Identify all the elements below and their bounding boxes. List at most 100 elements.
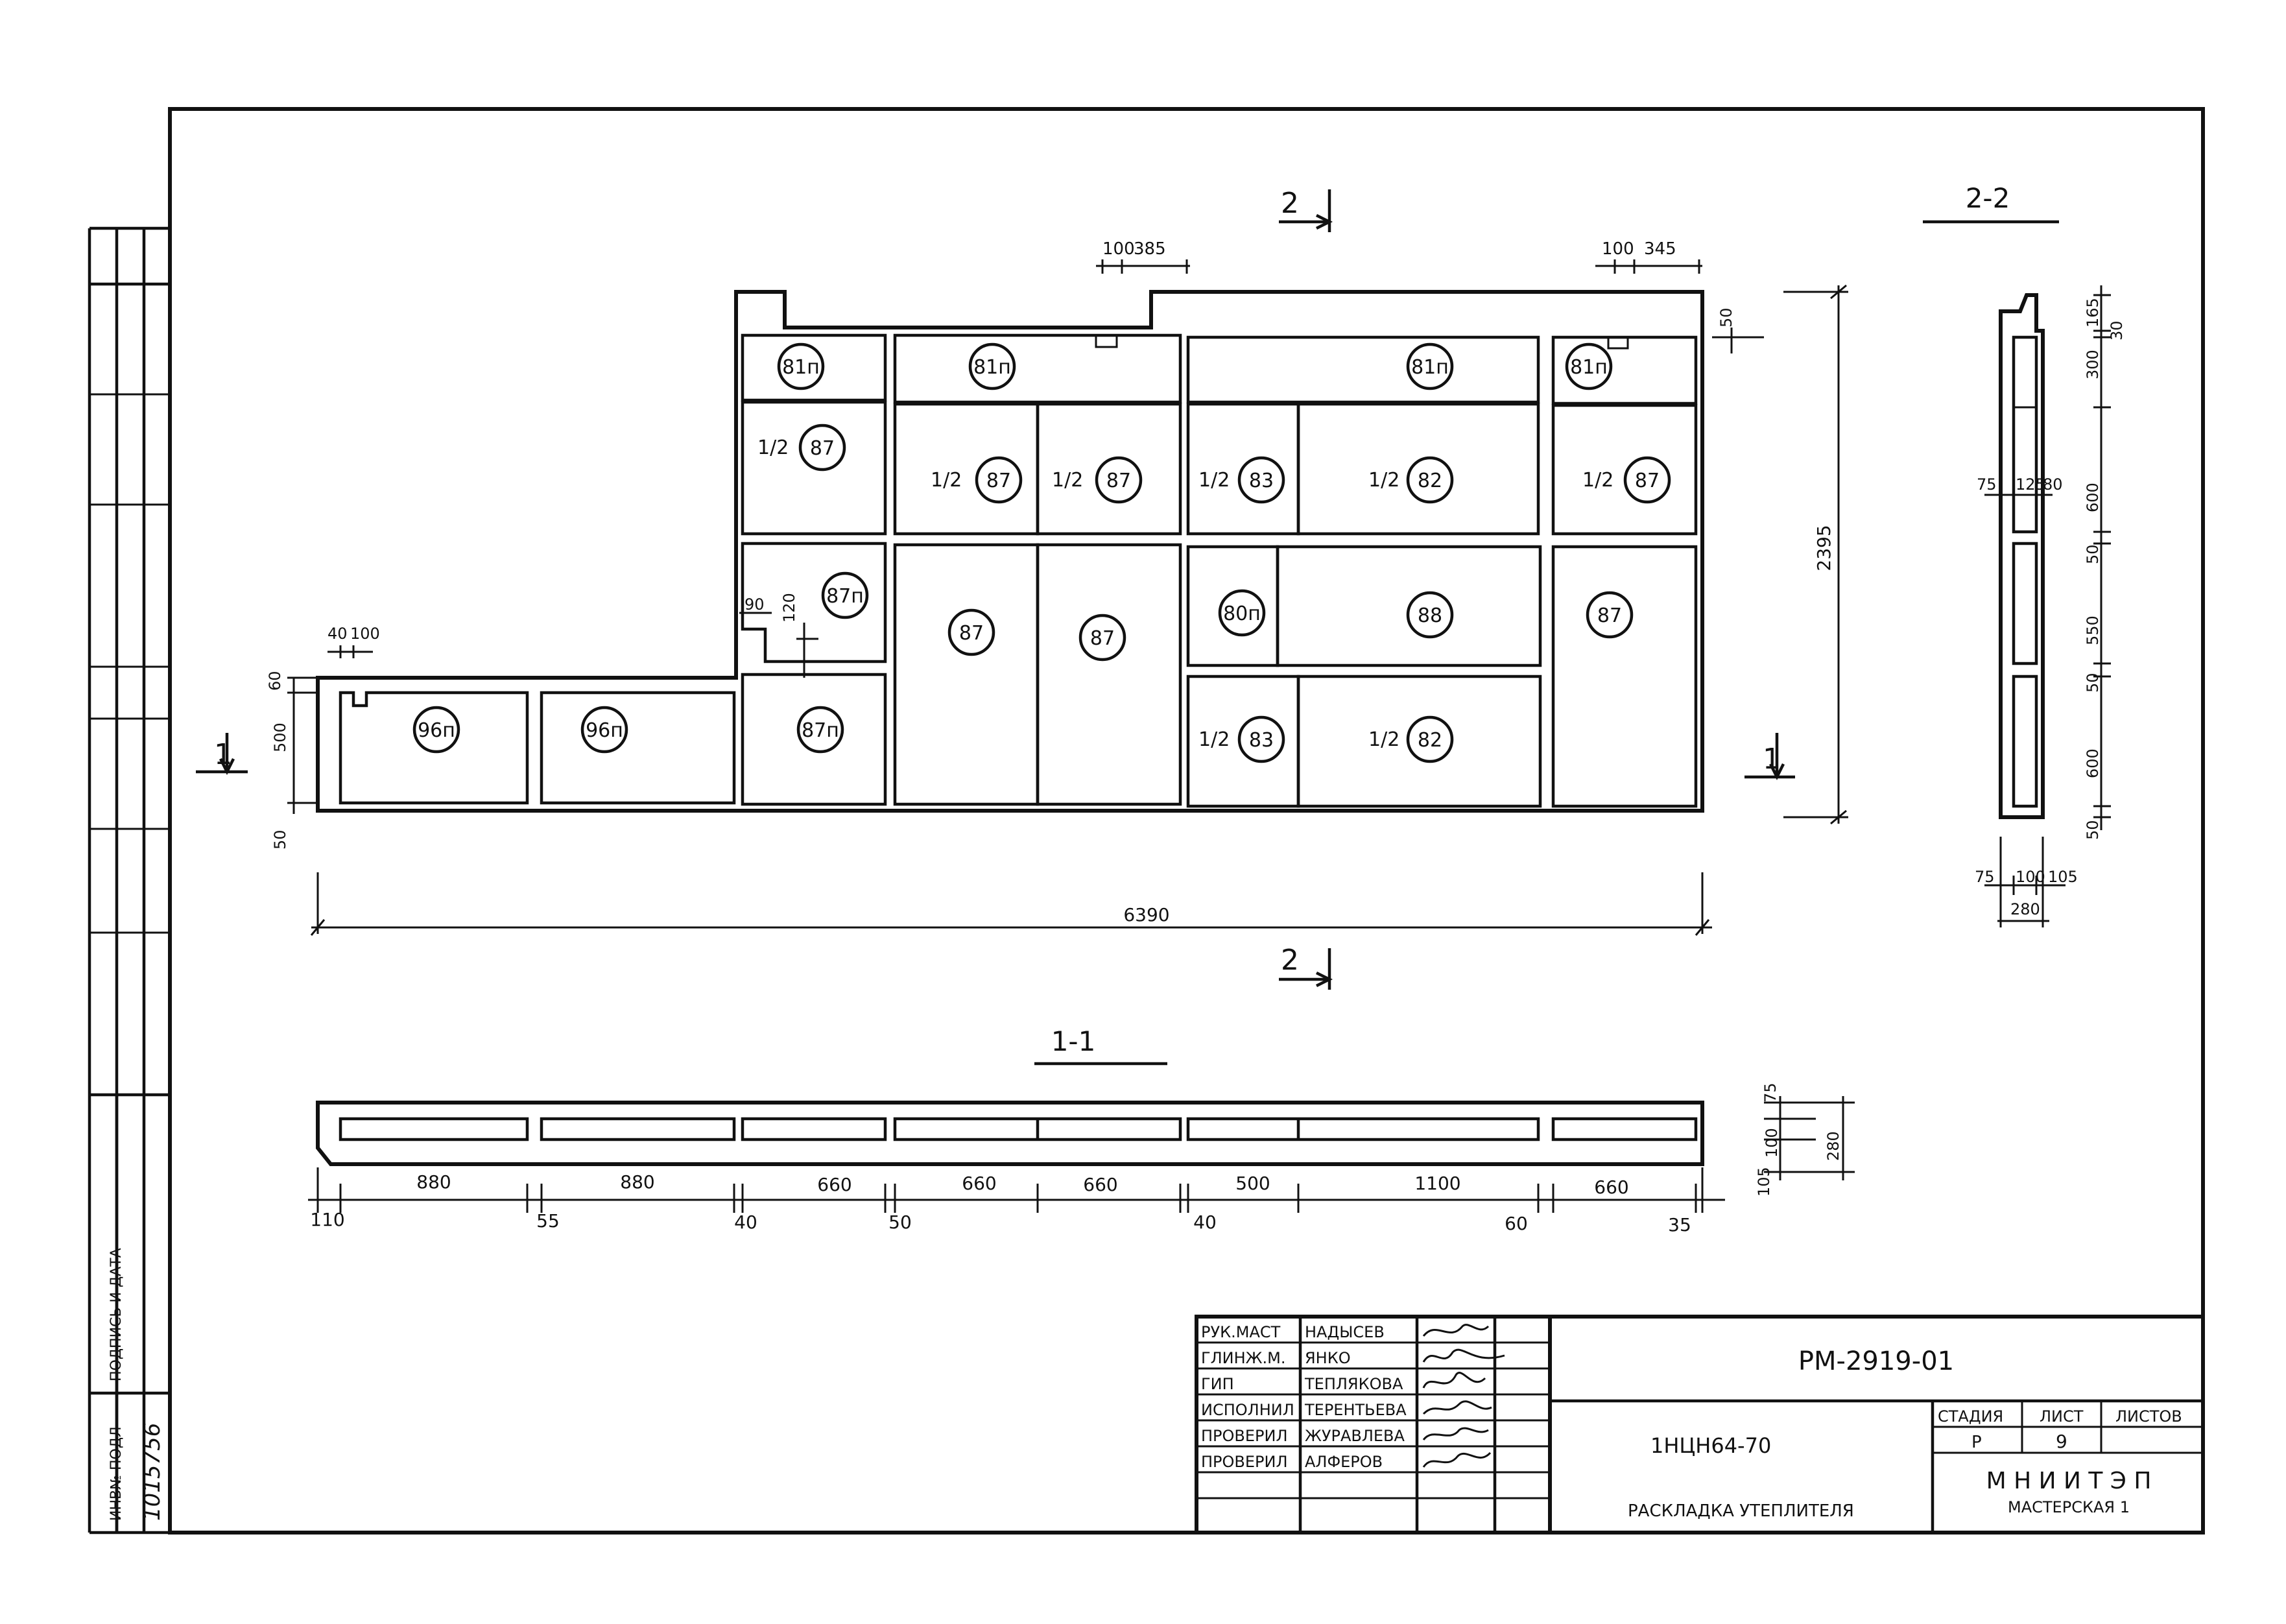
svg-text:105: 105	[2048, 868, 2078, 886]
handwritten-signatures	[1422, 1324, 1505, 1468]
panel-82-a	[1296, 402, 1540, 536]
title-names: НАДЫСЕВ ЯНКО ТЕПЛЯКОВА ТЕРЕНТЬЕВА ЖУРАВЛ…	[1304, 1323, 1407, 1471]
svg-text:50: 50	[2084, 544, 2102, 564]
stage-value: Р	[1971, 1433, 1982, 1452]
svg-text:600: 600	[2084, 748, 2102, 778]
panel-87n-2	[741, 673, 887, 806]
marker-87n-2: 87п	[796, 706, 844, 754]
svg-text:40: 40	[327, 625, 348, 643]
svg-text:90: 90	[744, 595, 765, 614]
section-11-upper-dims: 880 880 660 660 660 500 1100 660	[416, 1171, 1628, 1198]
svg-text:500: 500	[271, 722, 289, 752]
svg-text:100: 100	[2016, 868, 2045, 886]
notch-81n-4	[1607, 337, 1629, 350]
svg-text:50: 50	[888, 1212, 912, 1233]
svg-text:НАДЫСЕВ: НАДЫСЕВ	[1305, 1323, 1385, 1341]
svg-text:550: 550	[2084, 615, 2102, 645]
title-roles: РУК.МАСТ ГЛИНЖ.М. ГИП ИСПОЛНИЛ ПРОВЕРИЛ …	[1201, 1323, 1294, 1471]
section-22-outline	[1999, 293, 2045, 819]
svg-text:880: 880	[416, 1171, 451, 1193]
marker-81n-1: 81п	[777, 342, 825, 390]
panel-88	[1276, 545, 1542, 667]
svg-text:100: 100	[350, 625, 380, 643]
sign-date-label: ПОДПИСЬ И ДАТА	[108, 1248, 125, 1381]
marker-83-b: 83	[1237, 715, 1285, 763]
notch-81n-2	[1095, 335, 1118, 348]
svg-text:385: 385	[1134, 239, 1166, 259]
svg-text:81п: 81п	[782, 356, 820, 379]
section-22-title: 2-2	[1923, 182, 2059, 224]
top-dims-a: 100 385	[1096, 239, 1190, 274]
panel-87-c	[1036, 402, 1182, 536]
half-label-a: 1/2	[757, 436, 789, 459]
svg-text:280: 280	[2010, 900, 2040, 918]
panel-87-e	[893, 543, 1040, 806]
panel-87-f	[1036, 543, 1182, 806]
svg-text:1100: 1100	[1414, 1173, 1460, 1194]
svg-text:60: 60	[1505, 1213, 1528, 1234]
svg-text:100: 100	[1602, 239, 1634, 259]
half-label-b: 1/2	[931, 469, 962, 492]
svg-text:165: 165	[2084, 298, 2102, 328]
svg-text:120: 120	[780, 593, 798, 623]
svg-text:80: 80	[2043, 475, 2063, 494]
svg-text:81п: 81п	[973, 356, 1011, 379]
svg-text:ПРОВЕРИЛ: ПРОВЕРИЛ	[1201, 1453, 1288, 1471]
left-dims: 40 100	[327, 625, 380, 658]
svg-text:96п: 96п	[418, 719, 455, 742]
svg-text:87: 87	[1635, 470, 1660, 492]
section-mark-1-right: 1	[1744, 733, 1795, 781]
svg-text:ТЕРЕНТЬЕВА: ТЕРЕНТЬЕВА	[1304, 1401, 1407, 1419]
binding-strip	[88, 226, 170, 1534]
section-mark-2-bottom: 2	[1279, 944, 1333, 990]
panel-87-d	[1551, 403, 1698, 536]
svg-text:87: 87	[810, 437, 835, 460]
svg-text:110: 110	[310, 1209, 344, 1230]
marker-87-a: 87	[798, 424, 846, 472]
panel-81n-3	[1186, 335, 1540, 404]
marker-87-c: 87	[1095, 456, 1143, 504]
panel-81n-2	[893, 333, 1182, 404]
marker-96n-1: 96п	[412, 706, 460, 754]
marker-82-b: 82	[1406, 715, 1454, 763]
overall-width-dim: 6390	[310, 872, 1712, 936]
sheet-title: РАСКЛАДКА УТЕПЛИТЕЛЯ	[1628, 1501, 1854, 1521]
top-dims-b: 100 345	[1595, 239, 1702, 274]
svg-text:83: 83	[1249, 470, 1274, 492]
half-label-c: 1/2	[1052, 469, 1083, 492]
svg-text:83: 83	[1249, 729, 1274, 752]
marker-81n-2: 81п	[968, 342, 1016, 390]
org-workshop: МАСТЕРСКАЯ 1	[2008, 1498, 2130, 1516]
svg-text:55: 55	[536, 1210, 560, 1232]
marker-96n-2: 96п	[580, 706, 628, 754]
facade-outline	[316, 290, 1704, 813]
svg-text:82: 82	[1418, 470, 1442, 492]
svg-text:ПРОВЕРИЛ: ПРОВЕРИЛ	[1201, 1427, 1288, 1445]
section-22-left-dims: 75 125 80	[1977, 475, 2063, 496]
svg-text:2: 2	[1281, 944, 1299, 977]
svg-text:100: 100	[1102, 239, 1135, 259]
overall-height-dim: 2395	[1783, 284, 1848, 825]
svg-text:60: 60	[266, 671, 284, 691]
svg-text:87: 87	[1597, 604, 1622, 627]
svg-text:125: 125	[2016, 475, 2045, 494]
svg-text:500: 500	[1235, 1173, 1270, 1194]
half-label-d: 1/2	[1198, 469, 1230, 492]
title-block	[1195, 1315, 2205, 1534]
svg-text:ИСПОЛНИЛ: ИСПОЛНИЛ	[1201, 1401, 1294, 1419]
half-label-e: 1/2	[1368, 469, 1399, 492]
marker-87-f: 87	[1078, 614, 1126, 662]
svg-text:80п: 80п	[1223, 603, 1261, 625]
doc-code: РМ-2919-01	[1798, 1346, 1954, 1376]
sheet-frame	[168, 107, 2205, 1534]
panel-96n-2	[540, 691, 736, 805]
sheet-value: 9	[2056, 1431, 2067, 1452]
sheets-header: ЛИСТОВ	[2115, 1407, 2182, 1426]
svg-text:ЖУРАВЛЕВА: ЖУРАВЛЕВА	[1305, 1427, 1405, 1445]
panel-87-g	[1551, 545, 1698, 808]
svg-text:2-2: 2-2	[1966, 182, 2010, 214]
svg-text:600: 600	[2084, 483, 2102, 512]
half-label-g: 1/2	[1198, 728, 1230, 751]
marker-81n-4: 81п	[1565, 342, 1613, 390]
section-11-right-dims: 75 100 105 280	[1755, 1082, 1855, 1197]
